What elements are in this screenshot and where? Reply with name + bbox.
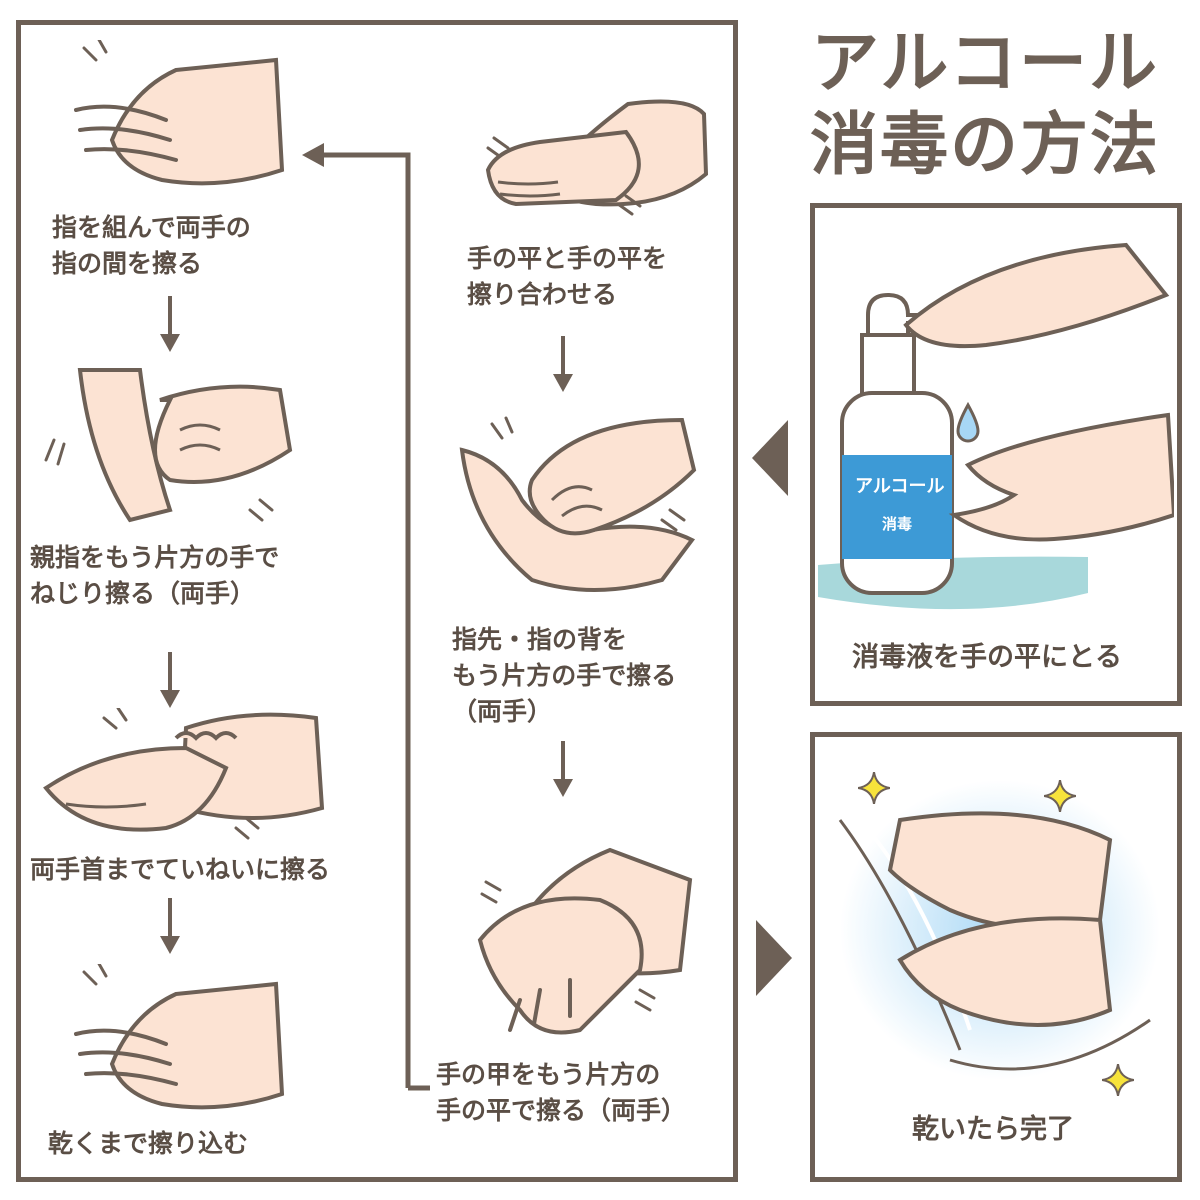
done-caption: 乾いたら完了 [912,1114,1074,1145]
hand-illustration [452,410,702,600]
down-arrow-icon [160,652,180,708]
triangle-right-icon [756,920,792,996]
hand-illustration [36,708,336,848]
sparkle-icon [858,772,890,804]
down-arrow-icon [160,296,180,352]
step-1-caption: 手の平と手の平を擦り合わせる [467,244,668,309]
step-2-caption: 指先・指の背をもう片方の手で擦る（両手） [452,625,677,726]
bottle-label-line2: 消毒 [882,515,913,533]
hand-illustration [66,964,286,1124]
step-5-caption: 親指をもう片方の手でねじり擦る（両手） [30,543,280,608]
step-4-caption: 指を組んで両手の指の間を擦る [52,213,251,278]
sparkle-icon [1044,780,1076,812]
page-title-line1: アルコール [811,24,1159,103]
prep-caption: 消毒液を手の平にとる [852,642,1122,673]
hand-illustration [460,840,700,1040]
down-arrow-icon [553,336,573,392]
step-7-caption: 乾くまで擦り込む [48,1129,249,1158]
dry-hands-illustration [830,760,1170,1090]
hand-illustration [478,88,708,228]
step-3-caption: 手の甲をもう片方の手の平で擦る（両手） [436,1060,687,1125]
hand-illustration [40,360,300,540]
down-arrow-icon [553,741,573,797]
step-6-caption: 両手首までていねいに擦る [30,855,331,884]
page-title-line2: 消毒の方法 [809,106,1160,185]
flow-connector [302,143,430,1091]
sparkle-icon [1102,1064,1134,1096]
bottle-label-line1: アルコール [855,476,945,497]
triangle-left-icon [752,420,788,496]
down-arrow-icon [160,898,180,954]
sanitizer-illustration [818,235,1174,625]
hand-illustration [66,40,286,200]
